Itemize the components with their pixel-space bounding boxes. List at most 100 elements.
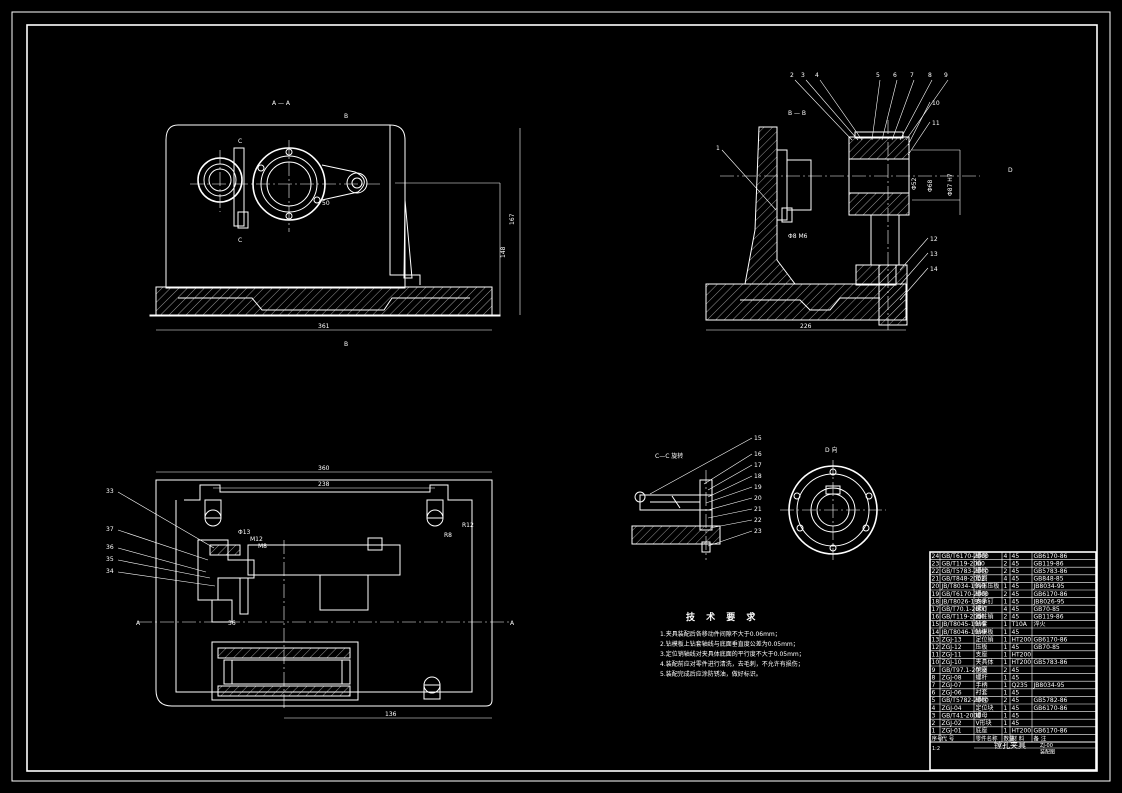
note-line-3: 3.定位销轴线对夹具体底面的平行度不大于0.05mm；: [660, 650, 805, 658]
parts-cell: GB5783-86: [1034, 659, 1068, 666]
balloon-9: 9: [944, 72, 948, 79]
parts-cell: 1: [1004, 583, 1008, 590]
drawing-title: 镗孔夹具: [994, 740, 1026, 750]
parts-cell: 11: [932, 652, 940, 659]
label-c-upper: C: [238, 138, 242, 145]
parts-cell: 2: [1004, 560, 1008, 567]
parts-cell: 1: [1004, 674, 1008, 681]
section-c-label: C—C 旋转: [655, 452, 683, 460]
parts-cell: 钻模板: [976, 628, 994, 636]
parts-cell: GB6170-86: [1034, 553, 1068, 560]
dim-top-inner: 238: [318, 481, 330, 488]
parts-cell: ZGJ-08: [942, 674, 962, 681]
parts-cell: ZGJ-12: [942, 644, 962, 651]
parts-cell: JB/T8034-1999: [941, 583, 986, 590]
parts-cell: 1: [1004, 712, 1008, 719]
parts-cell: 22: [932, 568, 940, 575]
parts-cell: 1: [1004, 629, 1008, 636]
label-a-left: A: [136, 620, 141, 627]
dim-side-d1: Φ52: [911, 177, 918, 190]
parts-header-cell: 零件名称: [976, 735, 999, 743]
dim-top-m3: M8: [258, 543, 267, 550]
parts-cell: 4: [932, 705, 936, 712]
parts-cell: GB/T5782-2000: [942, 697, 989, 704]
parts-cell: 螺栓: [976, 567, 988, 575]
notes-heading: 技 术 要 求: [686, 611, 759, 623]
parts-cell: 衬套: [976, 689, 988, 697]
balloon-16: 16: [754, 451, 762, 458]
label-d-side: D: [1008, 167, 1013, 174]
parts-cell: Q235: [1012, 682, 1028, 689]
parts-cell: HT200: [1012, 659, 1032, 666]
parts-cell: 5: [932, 697, 936, 704]
balloon-2: 2: [790, 72, 794, 79]
balloon-23: 23: [754, 528, 762, 535]
parts-cell: GB/T97.1-2002: [942, 667, 987, 674]
view-d-label: D 向: [825, 446, 838, 454]
parts-cell: GB/T41-2000: [942, 712, 982, 719]
dim-top-r2: R8: [444, 532, 452, 539]
dim-side-d3: Φ87 H7: [947, 173, 954, 196]
parts-cell: HT200: [1012, 652, 1032, 659]
parts-cell: 螺母: [976, 552, 988, 560]
dim-top-bottom: 136: [385, 711, 397, 718]
parts-cell: 45: [1012, 667, 1020, 674]
parts-cell: GB/T70.1-2000: [942, 606, 987, 613]
parts-cell: 螺杆: [976, 673, 988, 681]
parts-cell: GB6170-86: [1034, 728, 1068, 735]
parts-cell: 1: [1004, 659, 1008, 666]
parts-cell: HT200: [1012, 728, 1032, 735]
parts-cell: JB8026-95: [1033, 598, 1065, 605]
top-view: 360 238 136 R12 R8 Φ13 M12 M8 36 A A 33 …: [106, 465, 515, 719]
balloon-20: 20: [754, 495, 762, 502]
parts-cell: GB6170-86: [1034, 591, 1068, 598]
parts-header-cell: 序号: [932, 735, 944, 743]
parts-cell: 45: [1012, 705, 1020, 712]
parts-cell: 45: [1012, 553, 1020, 560]
note-line-5: 5.装配完成后应涂防锈油，做好标识。: [660, 670, 762, 678]
parts-cell: 1: [1004, 682, 1008, 689]
parts-cell: 支座: [976, 651, 988, 659]
dim-side-width: 226: [800, 323, 812, 330]
parts-cell: 45: [1012, 576, 1020, 583]
parts-cell: JB/T8045-1999: [941, 621, 986, 628]
parts-cell: 垫圈: [976, 666, 988, 674]
balloon-15: 15: [754, 435, 762, 442]
parts-header-cell: 代 号: [942, 735, 955, 743]
label-c-lower: C: [238, 237, 242, 244]
parts-cell: 垫圈: [976, 575, 988, 583]
dim-top-m1: Φ13: [238, 529, 251, 536]
balloon-11: 11: [932, 120, 940, 127]
drawing-scale: 1:2: [932, 746, 940, 752]
parts-cell: 夹具体: [976, 658, 994, 666]
parts-cell: 4: [1004, 606, 1008, 613]
parts-cell: 45: [1012, 583, 1020, 590]
top-balloons: 33 37 36 35 34: [106, 488, 216, 587]
parts-cell: 1: [1004, 598, 1008, 605]
parts-cell: 钩形压板: [976, 582, 1000, 590]
balloon-37: 37: [106, 526, 114, 533]
parts-header-cell: 备 注: [1034, 735, 1047, 743]
parts-cell: 1: [932, 728, 936, 735]
balloon-6: 6: [893, 72, 897, 79]
parts-cell: 1: [1004, 690, 1008, 697]
parts-cell: ZGJ-04: [942, 705, 962, 712]
parts-header-cell: 材 料: [1012, 735, 1025, 743]
balloon-35: 35: [106, 556, 114, 563]
parts-cell: 4: [1004, 576, 1008, 583]
view-d: D 向: [780, 446, 886, 560]
outer-border: [11, 11, 1111, 782]
parts-cell: V形块: [976, 719, 992, 727]
parts-cell: 24: [932, 553, 940, 560]
parts-cell: JB/T8026-1999: [941, 598, 986, 605]
label-a-right: A: [510, 620, 515, 627]
drawing-number: ZJ-00: [1040, 743, 1053, 749]
parts-cell: 10: [932, 659, 940, 666]
dim-front-h-outer: 167: [509, 213, 516, 225]
parts-cell: 1: [1004, 636, 1008, 643]
parts-cell: GB6170-86: [1034, 705, 1068, 712]
parts-cell: HT200: [1012, 636, 1032, 643]
balloon-3: 3: [801, 72, 805, 79]
parts-cell: 螺母: [976, 590, 988, 598]
parts-cell: GB119-86: [1034, 560, 1064, 567]
